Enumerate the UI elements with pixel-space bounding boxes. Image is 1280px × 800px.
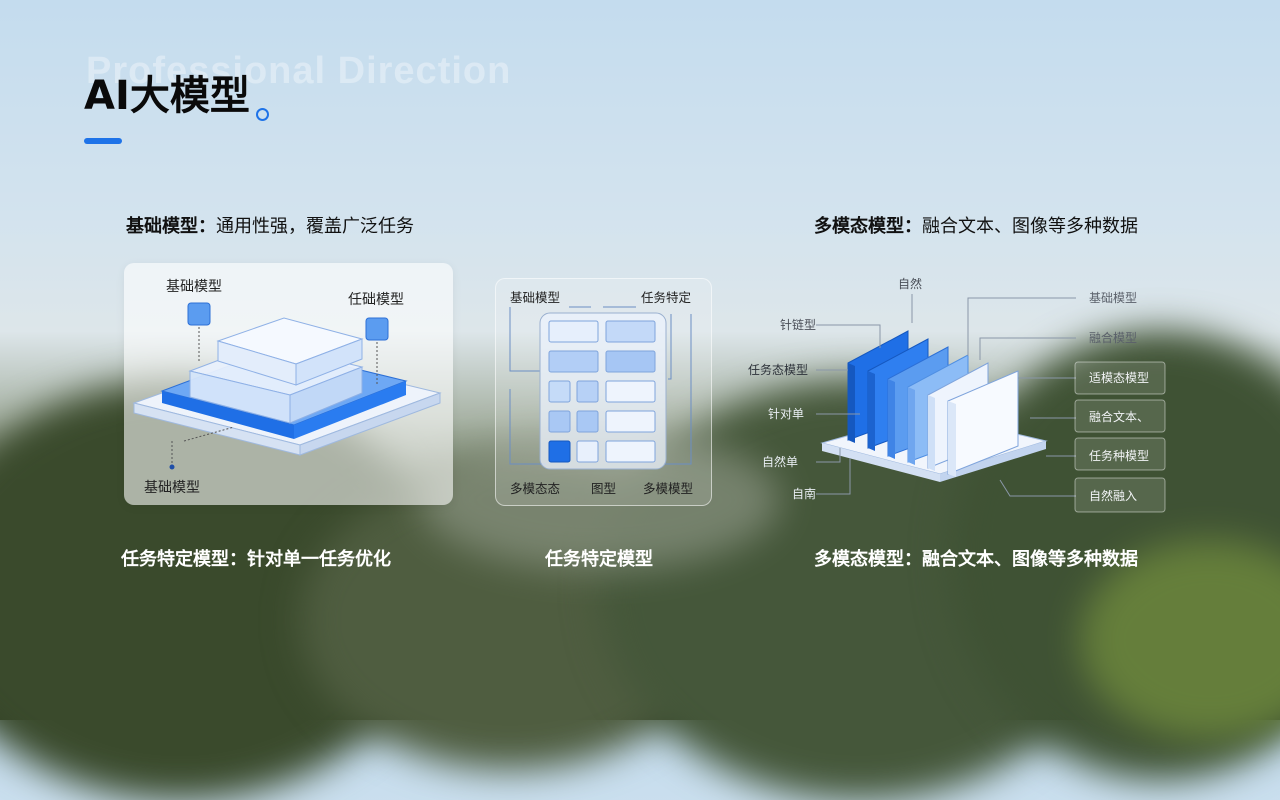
caption-task-model-center: 任务特定模型 (545, 549, 653, 570)
multi-right-label-3: 适模态模型 (1089, 371, 1149, 385)
base-diagram-label-bottom: 基础模型 (144, 479, 200, 496)
task-diagram-label-top-right: 任务特定 (641, 290, 691, 305)
base-diagram-label-top-right: 任础模型 (348, 292, 404, 308)
caption-task-model-left: 任务特定模型：针对单一任务优化 (121, 549, 391, 570)
base-diagram-label-top-left: 基础模型 (166, 278, 222, 295)
multi-left-label-4: 针对单 (768, 406, 804, 421)
multi-right-label-6: 自然融入 (1089, 488, 1137, 503)
multi-left-label-6: 自南 (792, 486, 816, 501)
caption-multimodal-model-bottom: 多模态模型：融合文本、图像等多种数据 (814, 549, 1138, 570)
title-dot-icon (256, 108, 269, 121)
task-diagram-label-bottom-2: 图型 (591, 481, 616, 496)
task-diagram-label-bottom-3: 多模模型 (643, 481, 693, 496)
caption-multimodal-model-bold: 多模态模型： (814, 216, 922, 237)
caption-base-model-bold: 基础模型： (126, 216, 216, 237)
multi-right-label-2: 融合模型 (1089, 330, 1137, 345)
task-diagram-label-bottom-1: 多模态态 (510, 481, 560, 496)
title-underline (84, 138, 122, 144)
multi-left-label-5: 自然单 (762, 454, 798, 469)
multi-left-label-1: 自然 (898, 276, 922, 291)
caption-base-model-text: 通用性强，覆盖广泛任务 (216, 216, 414, 237)
caption-multimodal-model-text: 融合文本、图像等多种数据 (922, 216, 1138, 237)
page-title: AI大模型 (84, 73, 250, 119)
task-model-diagram: 基础模型 任务特定 多模态态 图型 多模模型 (495, 278, 712, 506)
ghost-heading: Professional Direction (86, 50, 512, 92)
multi-right-label-4: 融合文本、 (1089, 409, 1149, 424)
multi-right-label-5: 任务种模型 (1089, 448, 1149, 463)
multi-left-label-3: 任务态模型 (748, 362, 808, 377)
caption-base-model: 基础模型：通用性强，覆盖广泛任务 (126, 212, 414, 238)
multi-left-label-2: 针链型 (780, 317, 816, 332)
task-diagram-label-top-left: 基础模型 (510, 290, 560, 305)
caption-multimodal-model: 多模态模型：融合文本、图像等多种数据 (814, 212, 1138, 238)
multi-right-label-1: 基础模型 (1089, 291, 1137, 305)
base-model-diagram: 基础模型 任础模型 基础模型 (124, 263, 453, 505)
multimodal-model-diagram: 自然 针链型 任务态模型 针对单 自然单 自南 基础模型 融合模型 适模态模型 … (740, 268, 1170, 518)
